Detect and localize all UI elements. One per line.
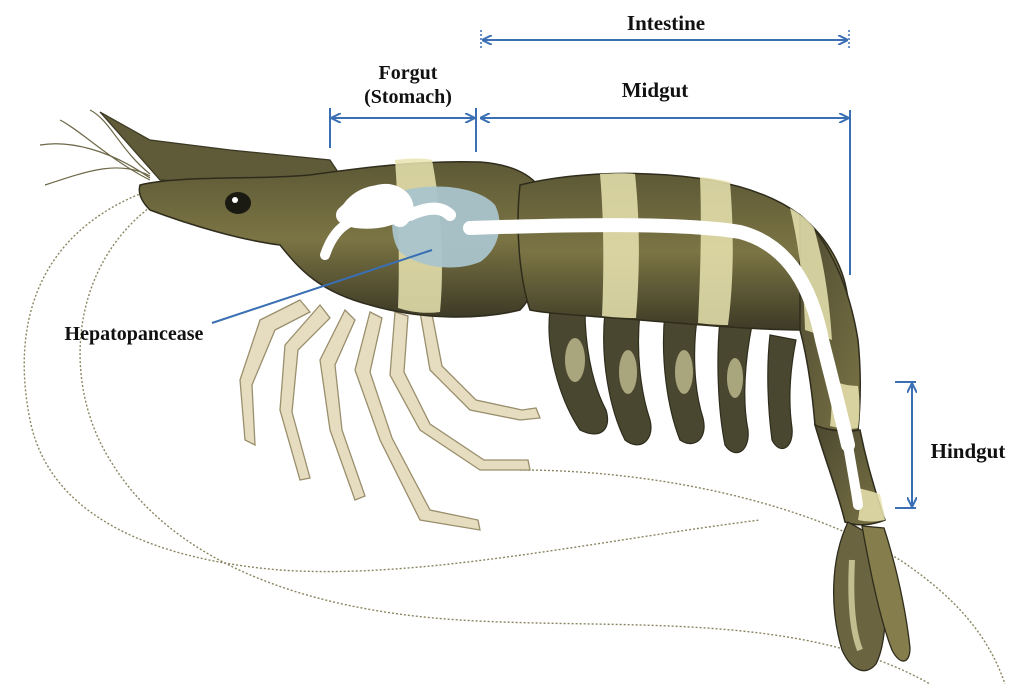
hindgut-annotation: Hindgut bbox=[895, 382, 1005, 508]
forgut-label-line2: (Stomach) bbox=[364, 86, 452, 108]
tail-fan bbox=[834, 522, 910, 671]
rostrum bbox=[100, 112, 340, 185]
intestine-label: Intestine bbox=[627, 11, 705, 35]
antenna-long-3 bbox=[520, 470, 1005, 684]
eye bbox=[225, 192, 251, 214]
swimmerets bbox=[549, 310, 796, 453]
midgut-label: Midgut bbox=[622, 78, 689, 102]
hindgut-label: Hindgut bbox=[931, 439, 1006, 463]
forgut-annotation: Forgut (Stomach) bbox=[330, 62, 476, 152]
intestine-annotation: Intestine bbox=[481, 11, 849, 50]
walking-legs bbox=[240, 300, 540, 530]
hepatopancreas-label: Hepatopancease bbox=[65, 323, 204, 345]
forgut-label-line1: Forgut bbox=[379, 62, 438, 84]
